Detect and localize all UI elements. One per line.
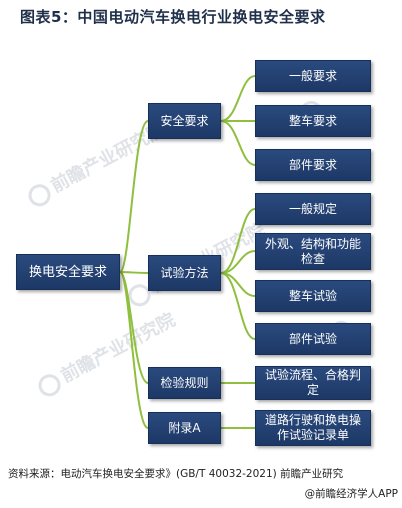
leaf-general-provisions: 一般规定 [255,193,371,225]
root-node-label: 换电安全要求 [28,264,107,280]
figure-title: 图表5：中国电动汽车换电行业换电安全要求 [20,8,326,26]
leaf-label: 部件要求 [288,157,337,172]
category-label: 安全要求 [160,113,209,128]
leaf-label: 试验流程、合格判定 [264,368,361,397]
category-label: 附录A [168,420,201,435]
category-label: 试验方法 [160,265,209,280]
leaf-label: 整车试验 [288,288,337,303]
leaf-label: 一般规定 [288,201,337,216]
leaf-component-test: 部件试验 [255,323,371,355]
leaf-label: 部件试验 [288,331,337,346]
leaf-label: 整车要求 [288,113,337,128]
leaf-test-procedure: 试验流程、合格判定 [255,366,371,400]
category-appendix-a: 附录A [148,412,221,444]
leaf-general-requirements: 一般要求 [255,60,371,92]
leaf-test-record-form: 道路行驶和换电操作试验记录单 [255,410,371,446]
leaf-vehicle-test: 整车试验 [255,280,371,312]
category-inspection-rules: 检验规则 [148,367,221,399]
connector-test-2 [220,250,256,274]
brand-credit: @前瞻经济学人APP [304,488,398,500]
connector-safety-3 [220,120,256,166]
leaf-label: 一般要求 [288,68,337,83]
connector-safety-1 [220,75,256,122]
leaf-appearance-check: 外观、结构和功能检查 [255,233,371,270]
leaf-label: 道路行驶和换电操作试验记录单 [264,413,361,442]
connector-root-safety [119,120,149,273]
leaf-component-requirements: 部件要求 [255,149,371,181]
connector-root-test [119,271,149,274]
category-safety-requirements: 安全要求 [148,103,221,139]
leaf-label: 外观、结构和功能检查 [264,236,361,266]
connector-test-1 [220,208,256,274]
root-node: 换电安全要求 [16,254,120,290]
connector-test-4 [220,272,256,340]
source-note: 资料来源：电动汽车换电安全要求》(GB/T 40032-2021) 前瞻产业研究 [8,468,344,480]
connector-root-appendix [119,271,149,429]
category-label: 检验规则 [160,375,209,390]
leaf-vehicle-requirements: 整车要求 [255,105,371,137]
category-test-methods: 试验方法 [148,255,221,291]
